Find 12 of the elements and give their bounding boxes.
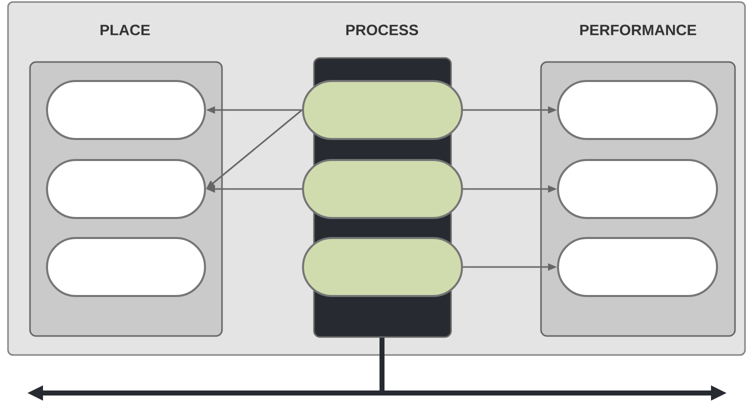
- pill-shape: [557, 159, 718, 219]
- pill-shape: [302, 159, 463, 219]
- node-label: PLACE: [100, 24, 150, 36]
- pill-shape: [302, 80, 463, 140]
- pill-shape: [46, 159, 206, 219]
- node-label: PERFORMANCE: [580, 24, 696, 36]
- pill-shape: [302, 237, 463, 297]
- pill-shape: [46, 80, 206, 140]
- pill-shape: [557, 80, 718, 140]
- node-label: PROCESS: [346, 24, 418, 36]
- pill-shape: [46, 237, 206, 297]
- pill-shape: [557, 237, 718, 297]
